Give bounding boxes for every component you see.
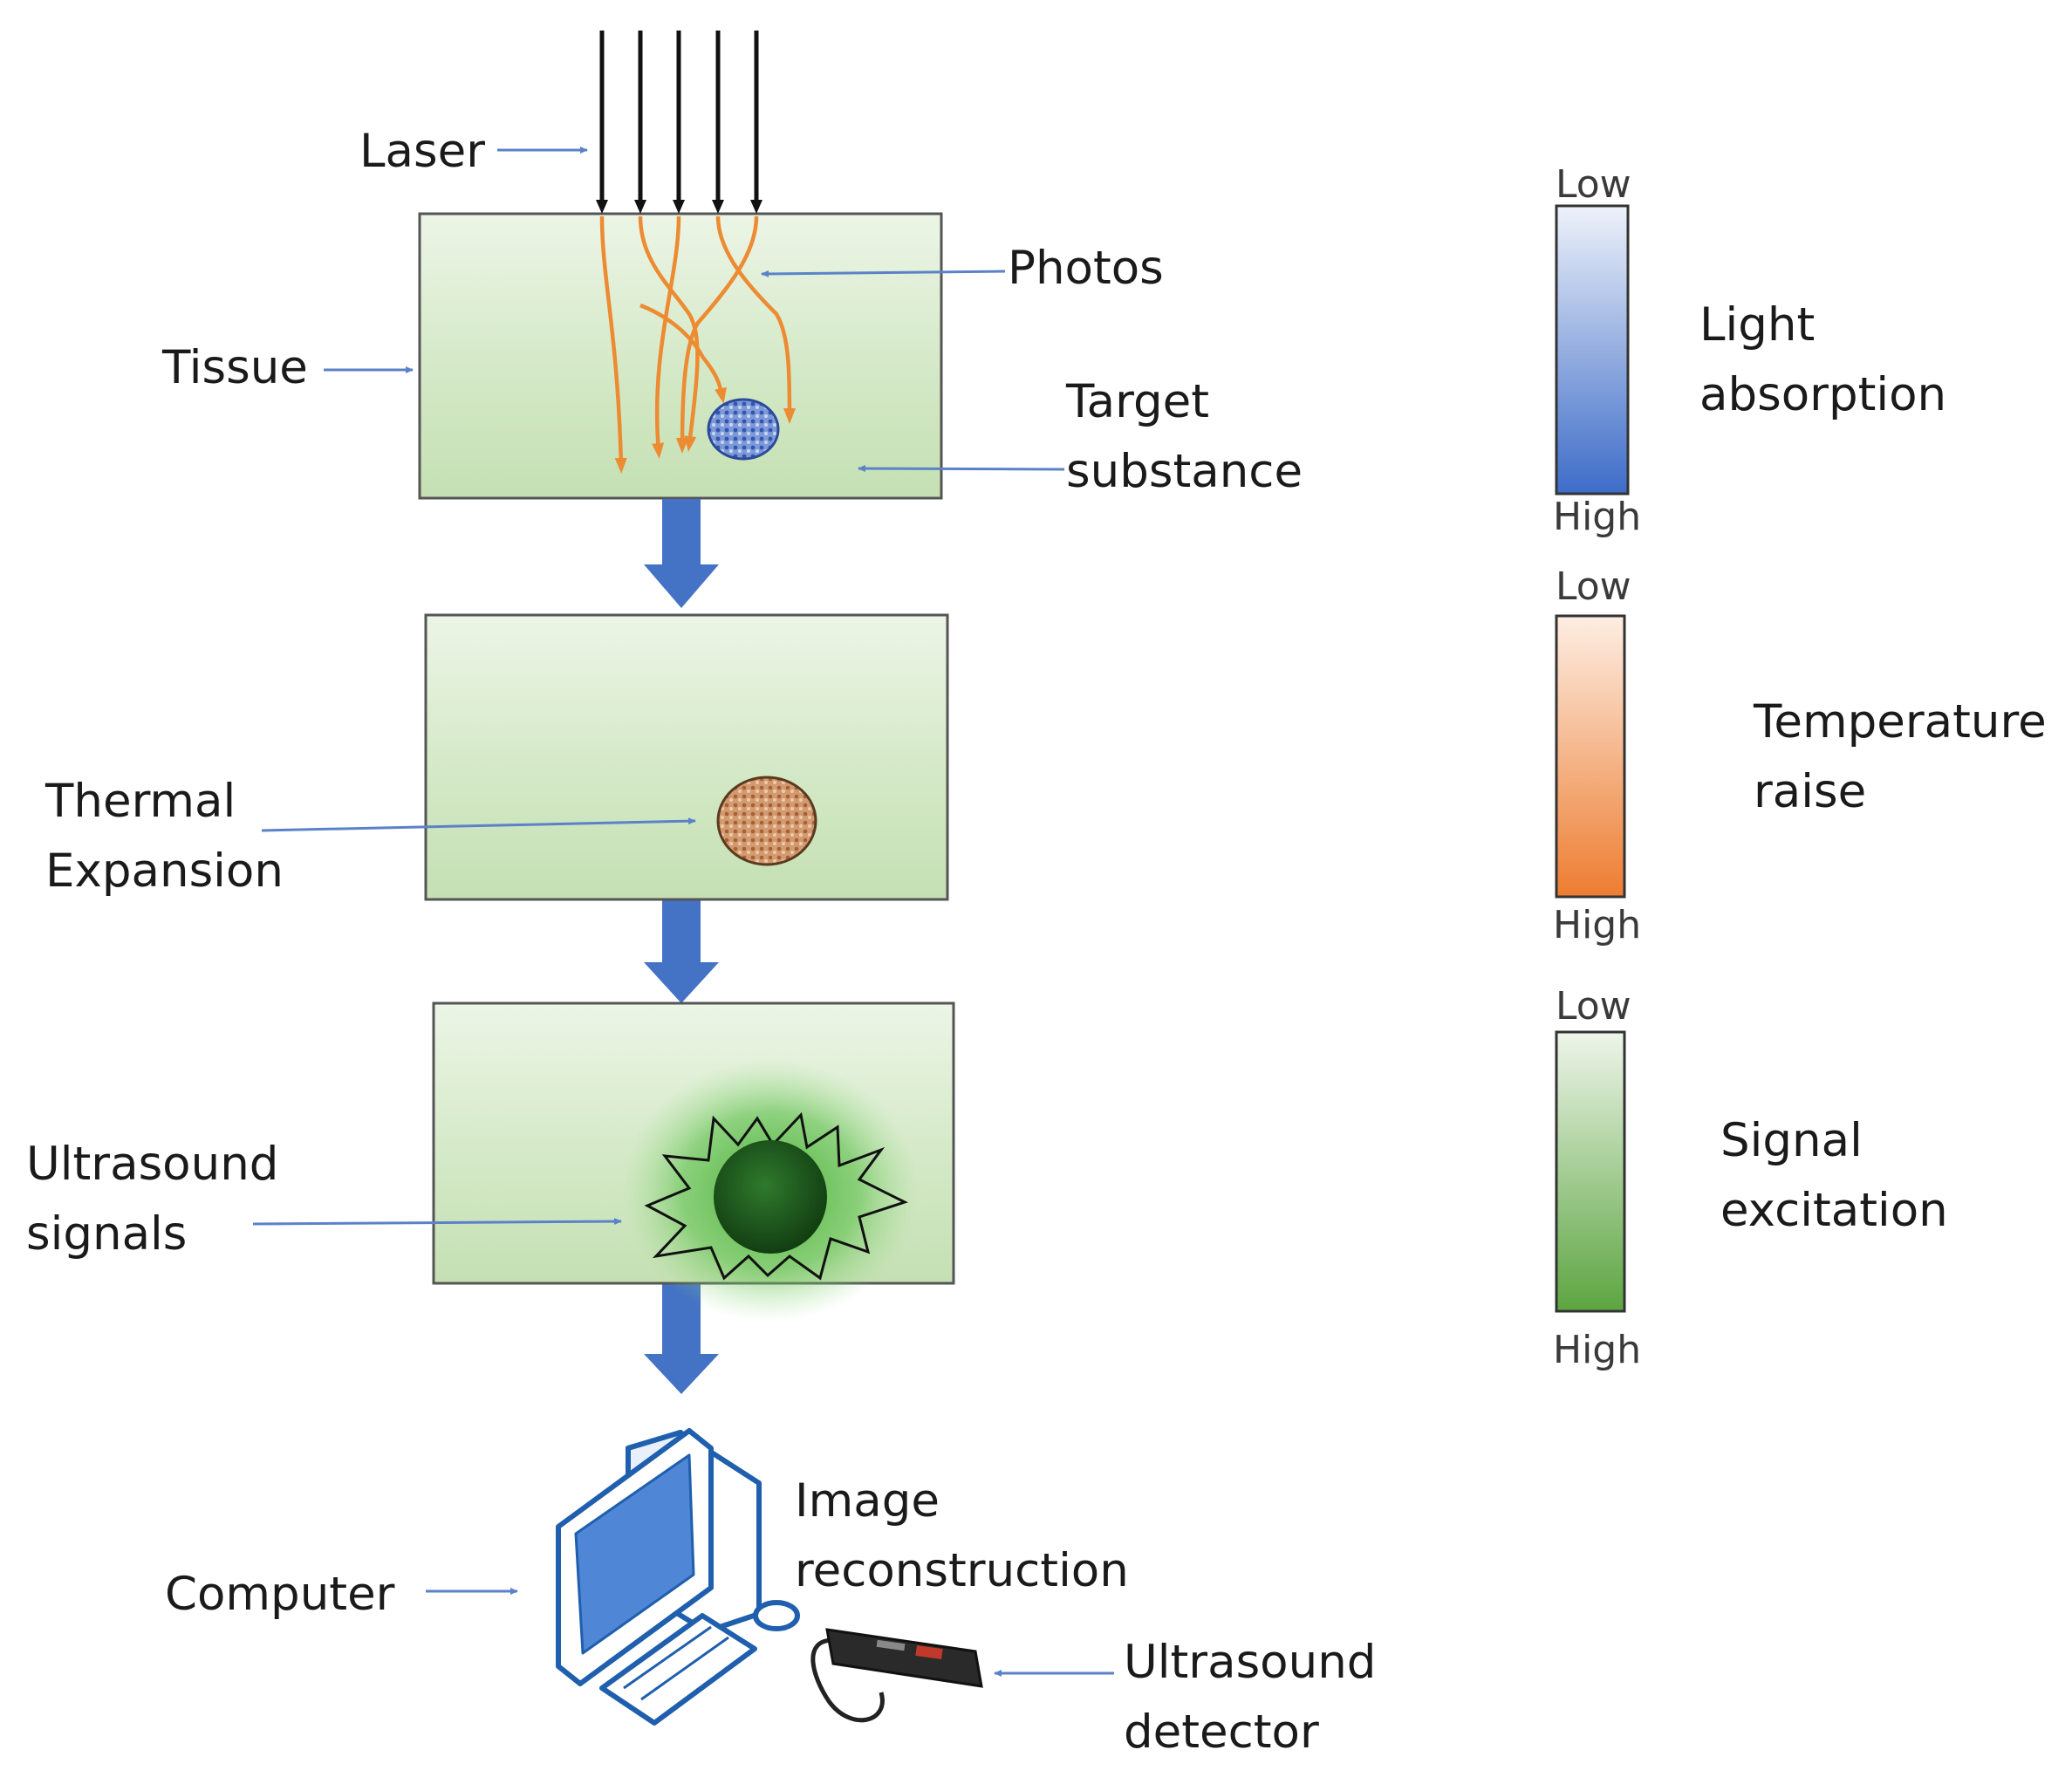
signals-label-line1: Ultrasound (26, 1138, 278, 1191)
image-recon-label-line2: reconstruction (795, 1544, 1129, 1597)
flow-arrow (644, 1283, 719, 1394)
target-label-line2: substance (1066, 445, 1303, 498)
legend-low-label: Low (1556, 162, 1631, 207)
target-label-line1: Target (1065, 375, 1209, 428)
computer-label: Computer (165, 1568, 395, 1621)
excited-substance-blob (714, 1140, 827, 1254)
legend-signal-excitation: Low High Signal excitation (1553, 984, 1948, 1372)
signals-pointer (252, 1218, 622, 1226)
tissue-label: Tissue (161, 341, 308, 394)
ultrasound-detector-illustration (810, 1628, 983, 1723)
laser-beams (596, 31, 762, 214)
legend-low-label: Low (1556, 984, 1631, 1029)
photos-label: Photos (1008, 242, 1164, 295)
signal-excitation-scale-bar (1555, 1030, 1626, 1313)
signals-label-line2: signals (26, 1207, 187, 1261)
thermal-panel (424, 613, 949, 901)
ultrasound-burst (644, 1111, 908, 1281)
legend-title-line1: Temperature (1753, 695, 2047, 749)
detector-label-line1: Ultrasound (1124, 1636, 1376, 1689)
legend-low-label: Low (1556, 564, 1631, 609)
target-pointer (858, 465, 1065, 473)
photon-paths (599, 215, 796, 474)
legend-title-line2: excitation (1720, 1184, 1948, 1237)
legend-title-line2: absorption (1699, 368, 1946, 421)
target-substance-blob (707, 398, 780, 461)
heated-substance-blob (716, 776, 817, 866)
legend-title-line1: Light (1699, 298, 1815, 352)
legend-high-label: High (1553, 903, 1641, 947)
legend-title-line2: raise (1754, 765, 1866, 818)
light-absorption-scale-bar (1555, 204, 1630, 496)
legend-temperature-raise: Low High Temperature raise (1553, 564, 2047, 947)
pointer-arrows (252, 147, 1114, 1677)
thermal-pointer (261, 817, 696, 832)
flow-arrow (644, 499, 719, 608)
legend-light-absorption: Low High Light absorption (1553, 162, 1946, 539)
computer-illustration (556, 1428, 800, 1726)
detector-label-line2: detector (1124, 1706, 1319, 1759)
thermal-label-line1: Thermal (44, 775, 236, 828)
tissue-panel (418, 212, 943, 500)
legend-high-label: High (1553, 1328, 1641, 1372)
thermal-label-line2: Expansion (45, 844, 284, 898)
photos-pointer (761, 270, 1006, 277)
legend-title-line1: Signal (1720, 1114, 1863, 1167)
legend-high-label: High (1553, 495, 1641, 539)
image-recon-label-line1: Image (795, 1474, 940, 1528)
laser-label: Laser (359, 125, 485, 178)
temperature-scale-bar (1555, 614, 1626, 899)
flow-arrow (644, 899, 719, 1003)
